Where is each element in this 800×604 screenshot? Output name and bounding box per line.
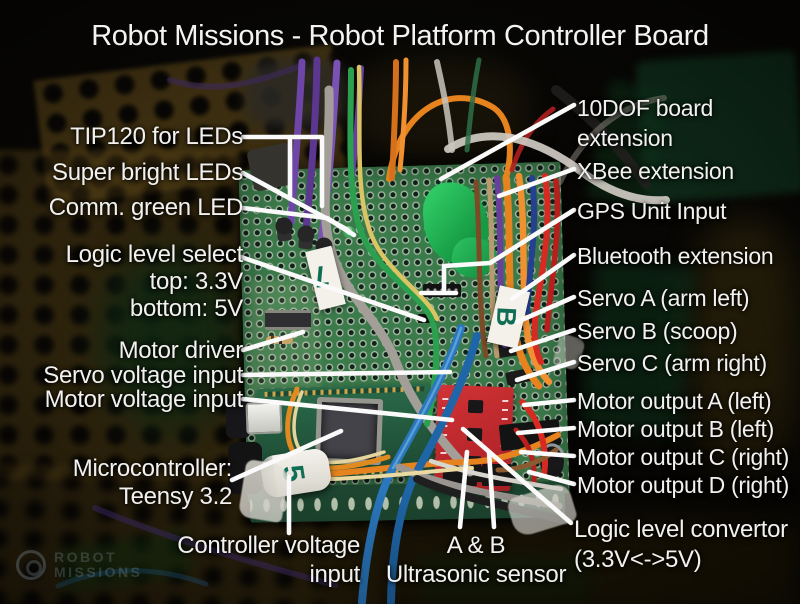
label-ultrasonic-sensor: A & B Ultrasonic sensor bbox=[385, 532, 567, 588]
label-motor-voltage-input: Motor voltage input bbox=[44, 386, 244, 413]
leader-servo-c bbox=[514, 359, 577, 383]
leader-logic-select bbox=[238, 254, 427, 323]
leader-motor-c bbox=[518, 449, 577, 459]
leader-servo-b bbox=[508, 327, 577, 354]
label-motor-output-b: Motor output B (left) bbox=[577, 416, 774, 442]
label-servo-b: Servo B (scoop) bbox=[577, 318, 738, 344]
label-motor-output-d: Motor output D (right) bbox=[577, 472, 789, 498]
label-logic-level-select: Logic level select top: 3.3V bottom: 5V bbox=[65, 241, 244, 322]
label-motor-driver: Motor driver bbox=[118, 337, 244, 364]
label-microcontroller: Microcontroller: Teensy 3.2 bbox=[72, 455, 233, 510]
leader-motor-d bbox=[526, 469, 577, 487]
leader-ultrasonic-a bbox=[457, 449, 470, 530]
leader-xbee bbox=[496, 166, 577, 199]
leader-servo-vin bbox=[240, 369, 453, 378]
label-xbee-extension: XBee extension bbox=[577, 158, 734, 184]
label-motor-output-a: Motor output A (left) bbox=[577, 388, 772, 414]
leader-motor-a bbox=[521, 397, 577, 408]
leader-bluetooth bbox=[509, 252, 577, 302]
label-tip120: TIP120 for LEDs bbox=[70, 123, 243, 150]
label-comm-green-led: Comm. green LED bbox=[48, 194, 244, 221]
label-controller-voltage-input: Controller voltage input bbox=[177, 532, 360, 588]
watermark-line2: MISSIONS bbox=[54, 564, 143, 580]
label-motor-output-c: Motor output C (right) bbox=[577, 444, 789, 470]
leader-servo-a bbox=[514, 294, 577, 325]
leader-motor-driver bbox=[240, 329, 306, 353]
label-servo-c: Servo C (arm right) bbox=[577, 350, 767, 376]
leader-llc bbox=[460, 426, 574, 526]
label-servo-voltage-input: Servo voltage input bbox=[43, 362, 243, 389]
watermark-line1: ROBOT bbox=[54, 549, 118, 565]
leader-10dof bbox=[438, 102, 577, 182]
leader-microcontroller bbox=[229, 428, 344, 483]
label-bluetooth-extension: Bluetooth extension bbox=[577, 243, 774, 269]
leader-comm-green bbox=[240, 205, 357, 238]
leader-ultrasonic-b bbox=[486, 449, 497, 530]
robot-missions-logo-icon bbox=[16, 550, 46, 580]
leader-gps bbox=[418, 207, 577, 296]
page-title: Robot Missions - Robot Platform Controll… bbox=[91, 20, 709, 52]
label-servo-a: Servo A (arm left) bbox=[577, 285, 750, 311]
leader-motor-vin bbox=[240, 396, 455, 423]
label-gps-unit-input: GPS Unit Input bbox=[577, 198, 727, 224]
label-logic-level-convertor: Logic level convertor (3.3V<->5V) bbox=[574, 516, 788, 573]
label-10dof-extension: 10DOF board extension bbox=[577, 95, 714, 151]
watermark: ROBOT MISSIONS bbox=[16, 550, 142, 580]
leader-tip120 bbox=[240, 134, 325, 209]
watermark-text: ROBOT MISSIONS bbox=[54, 550, 142, 580]
label-super-bright-leds: Super bright LEDs bbox=[51, 159, 243, 186]
leader-motor-b bbox=[515, 425, 577, 436]
